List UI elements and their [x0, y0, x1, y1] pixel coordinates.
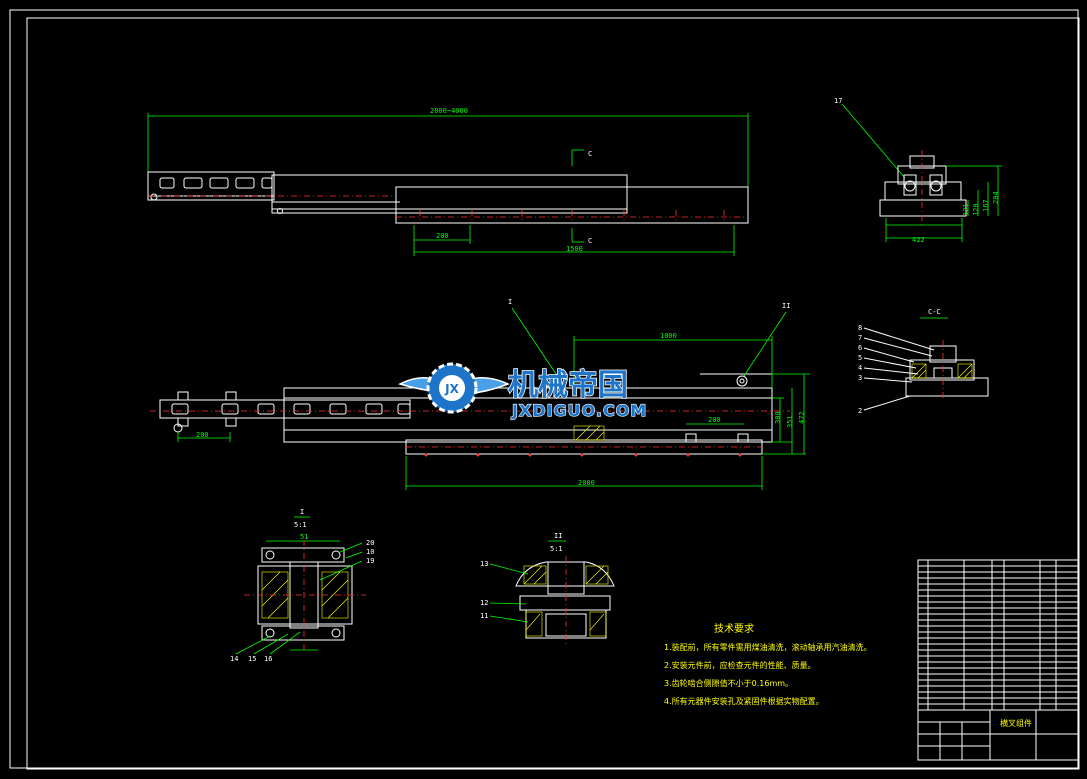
detail-i-title: I: [300, 508, 304, 516]
parts-list: [917, 559, 1079, 711]
watermark-logo: JX 机械帝国 JXDIGUO.COM: [397, 362, 647, 421]
note-4: 4.所有元器件安装孔及紧固件根据实物配置。: [664, 696, 824, 706]
leader-ii: II: [782, 302, 790, 310]
detail-i-leader-14: 14: [230, 655, 238, 663]
note-1: 1.装配前，所有零件需用煤油清洗，滚动轴承用汽油清洗。: [664, 642, 872, 652]
drawing-name: 横叉组件: [1000, 718, 1032, 728]
detail-i: I 5:1 51 20 10 19 14 15 16: [230, 508, 374, 663]
detail-ii: II 5:1 13 12 11: [480, 532, 615, 646]
end-height-dim-1: 121: [962, 203, 970, 216]
notes-title: 技术要求: [714, 622, 754, 635]
top-total-dim: 1500: [566, 245, 583, 253]
end-height-dim-2: 120: [972, 203, 980, 216]
detail-i-scale: 5:1: [294, 521, 307, 529]
detail-ii-scale: 5:1: [550, 545, 563, 553]
end-view-leader-no: 17: [834, 97, 842, 105]
right-dim-2: 351: [786, 415, 794, 428]
section-cc-title: C-C: [928, 308, 941, 316]
bottom-dim: 2000: [578, 479, 595, 487]
section-cc: C-C 8 7 6 5 4 3 2: [858, 308, 989, 415]
detail-i-leader-20: 20: [366, 539, 374, 547]
leader-i: I: [508, 298, 512, 306]
technical-notes: 技术要求 1.装配前，所有零件需用煤油清洗，滚动轴承用汽油清洗。 2.安装元件前…: [664, 622, 872, 706]
inner-frame: [26, 17, 1080, 770]
outer-frame: [9, 9, 1079, 769]
stroke-dim: 1000: [660, 332, 677, 340]
top-overall-dim: 2000~4000: [430, 107, 468, 115]
note-2: 2.安装元件前，应检查元件的性能、质量。: [664, 660, 816, 670]
cc-leader-3: 3: [858, 374, 862, 382]
cc-leader-2: 2: [858, 407, 862, 415]
detail-ii-leader-13: 13: [480, 560, 488, 568]
top-pitch-dim: 200: [436, 232, 449, 240]
end-width-dim: 422: [912, 236, 925, 244]
right-pitch-dim: 200: [708, 416, 721, 424]
right-dim-1: 300: [774, 411, 782, 424]
cc-leader-6: 6: [858, 344, 862, 352]
cc-leader-5: 5: [858, 354, 862, 362]
cc-leader-4: 4: [858, 364, 862, 372]
detail-ii-leader-11: 11: [480, 612, 488, 620]
detail-i-width-dim: 51: [300, 533, 308, 541]
section-mark-top: C: [588, 150, 592, 158]
left-pitch-dim: 200: [196, 431, 209, 439]
note-3: 3.齿轮啮合侧隙值不小于0.16mm。: [664, 678, 793, 688]
end-view: 17 422 121 120 167 204: [834, 97, 1002, 244]
end-height-dim-4: 204: [992, 191, 1000, 204]
detail-ii-title: II: [554, 532, 562, 540]
logo-text: 机械帝国: [508, 368, 628, 403]
main-view: I II 1000 200 200 2000 300 351 472: [150, 298, 810, 490]
logo-url: JXDIGUO.COM: [511, 401, 647, 420]
right-dim-3: 472: [798, 411, 806, 424]
cc-leader-7: 7: [858, 334, 862, 342]
end-height-dim-3: 167: [982, 199, 990, 212]
section-mark-bottom: C: [588, 237, 592, 245]
title-block: 横叉组件: [917, 709, 1079, 761]
cc-leader-8: 8: [858, 324, 862, 332]
emblem-letter: JX: [444, 382, 459, 396]
top-view: 2000~4000 C C 200 1500: [147, 107, 749, 256]
detail-ii-leader-12: 12: [480, 599, 488, 607]
detail-i-leader-16: 16: [264, 655, 272, 663]
detail-i-leader-15: 15: [248, 655, 256, 663]
detail-i-leader-19: 19: [366, 557, 374, 565]
detail-i-leader-10: 10: [366, 548, 374, 556]
lower-rail-holes: [424, 453, 742, 457]
